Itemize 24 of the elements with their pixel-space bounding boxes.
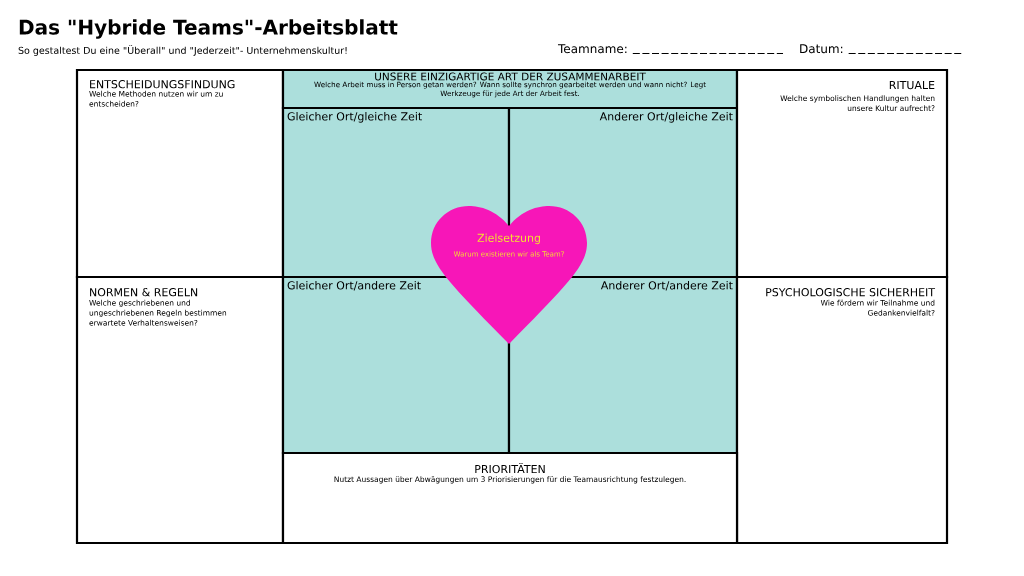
- section-box: [281, 451, 739, 545]
- quadrant-label: Anderer Ort/andere Zeit: [600, 281, 733, 291]
- section-heading: PRIORITÄTEN: [475, 463, 545, 474]
- section-heading: NORMEN & REGELN: [90, 288, 198, 297]
- subtitle: So gestaltest Du eine "Überall" und "Jederzeit"- Unternehmenskultur!: [18, 45, 347, 56]
- quadrant-label: Anderer Ort/gleiche Zeit: [599, 112, 733, 123]
- heart-heading: Zielsetzung: [477, 233, 540, 245]
- section-box: [735, 275, 949, 545]
- field-label: Datum:: [800, 44, 843, 54]
- header-band: [281, 68, 739, 110]
- section-box: [735, 68, 949, 279]
- quadrant-label: Gleicher Ort/gleiche Zeit: [287, 112, 422, 123]
- field-label: Teamname:: [558, 44, 627, 54]
- quadrant-box: [281, 275, 511, 455]
- quadrant-label: Gleicher Ort/andere Zeit: [287, 281, 421, 291]
- section-box: [75, 275, 285, 545]
- quadrant-box: [507, 275, 739, 455]
- section-heading: ENTSCHEIDUNGSFINDUNG: [90, 80, 235, 89]
- section-heading: UNSERE EINZIGARTIGE ART DER ZUSAMMENARBEIT: [375, 72, 646, 81]
- title: Das "Hybride Teams"-Arbeitsblatt: [19, 19, 398, 39]
- section-heading: PSYCHOLOGISCHE SICHERHEIT: [766, 288, 936, 297]
- section-box: [75, 68, 285, 279]
- heart-shape: [431, 206, 587, 344]
- section-heading: RITUALE: [889, 81, 935, 90]
